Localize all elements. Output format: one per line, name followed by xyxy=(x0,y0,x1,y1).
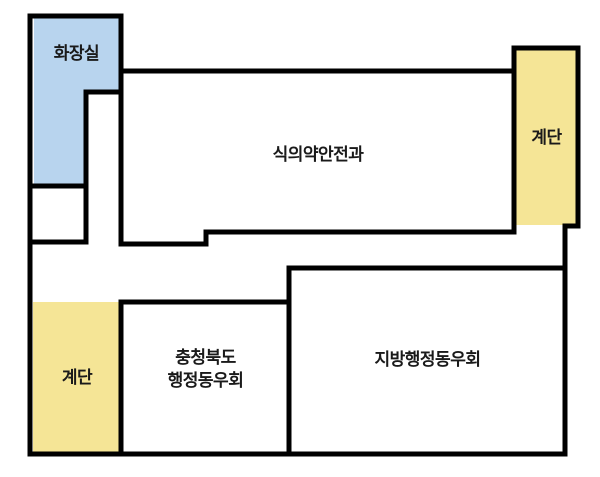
local-admin-union-label: 지방행정동우회 xyxy=(374,349,481,370)
stairs-lower-left-fill xyxy=(33,302,121,452)
restroom-fill-top xyxy=(34,18,119,92)
chungbuk-admin-union-line2: 행정동우회 xyxy=(167,371,244,391)
chungbuk-admin-union-line1: 충청북도 xyxy=(175,348,236,369)
stairs-upper-right-label: 계단 xyxy=(531,127,562,148)
stairs-upper-right-fill xyxy=(516,50,577,225)
restroom-label: 화장실 xyxy=(53,43,100,64)
stairs-lower-left-label: 계단 xyxy=(61,367,93,388)
chungbuk-admin-union-label: 충청북도 행정동우회 xyxy=(124,340,287,400)
food-drug-safety-label: 식의약안전과 xyxy=(272,144,364,165)
restroom-fill-bottom xyxy=(34,90,86,184)
